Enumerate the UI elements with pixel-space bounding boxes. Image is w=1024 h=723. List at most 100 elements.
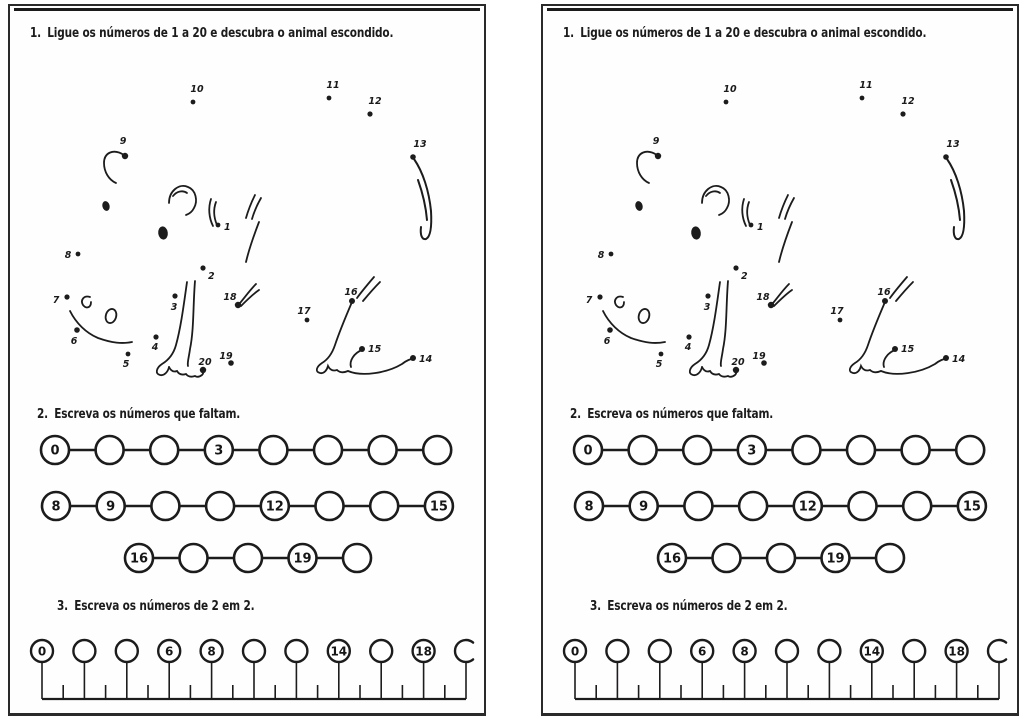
puzzle-dot-9 xyxy=(121,152,129,160)
puzzle-dot-15 xyxy=(892,346,898,352)
skip-count-circle[interactable] xyxy=(689,638,715,664)
puzzle-dot-label-19: 19 xyxy=(752,351,766,362)
missing-number-circle[interactable] xyxy=(421,434,453,466)
scan-top-rule xyxy=(14,8,480,11)
missing-number-circle[interactable] xyxy=(423,490,455,522)
missing-number-circle[interactable] xyxy=(736,434,768,466)
missing-number-circle[interactable] xyxy=(956,490,988,522)
puzzle-dot-7 xyxy=(64,294,70,300)
missing-number-circle[interactable] xyxy=(845,434,877,466)
puzzle-dot-2 xyxy=(200,265,206,271)
puzzle-dot-13 xyxy=(943,154,949,160)
missing-number-circle[interactable] xyxy=(765,542,797,574)
puzzle-dot-label-12: 12 xyxy=(901,96,915,107)
missing-number-circle[interactable] xyxy=(40,490,72,522)
skip-count-circle[interactable] xyxy=(72,638,97,664)
missing-number-circle[interactable] xyxy=(94,434,125,466)
puzzle-dot-12 xyxy=(367,111,373,117)
missing-number-circle[interactable] xyxy=(847,490,878,522)
missing-number-circle[interactable] xyxy=(367,434,398,466)
skip-count-circle[interactable] xyxy=(647,638,673,664)
task-2-number: 2. xyxy=(570,406,582,422)
missing-number-circle[interactable] xyxy=(178,542,209,574)
missing-number-circle[interactable] xyxy=(628,490,659,522)
skip-count-circle[interactable] xyxy=(859,638,884,664)
missing-number-circle[interactable] xyxy=(573,490,605,522)
skip-count-circle[interactable] xyxy=(284,638,309,664)
puzzle-dot-label-12: 12 xyxy=(368,96,382,107)
art-whisker-right-1 xyxy=(245,194,256,219)
skip-count-circle[interactable] xyxy=(732,638,757,664)
art-whisker-left-1 xyxy=(741,198,747,227)
open-number-circle[interactable] xyxy=(986,638,1008,664)
task-3-number: 3. xyxy=(590,598,602,614)
missing-number-circle[interactable] xyxy=(792,490,824,522)
puzzle-dot-4 xyxy=(686,334,692,340)
missing-number-circle[interactable] xyxy=(39,434,71,466)
puzzle-dot-label-5: 5 xyxy=(123,359,130,370)
circle-value: 6 xyxy=(165,644,173,658)
circle-value: 8 xyxy=(584,500,593,515)
missing-number-circle[interactable] xyxy=(900,434,931,466)
skip-count-circle[interactable] xyxy=(241,638,267,664)
circle-value: 0 xyxy=(571,644,579,658)
missing-number-circle[interactable] xyxy=(123,542,155,574)
skip-count-circle[interactable] xyxy=(562,638,588,664)
missing-number-circle[interactable] xyxy=(341,542,373,574)
missing-number-circle[interactable] xyxy=(204,490,236,522)
skip-count-circle[interactable] xyxy=(411,638,436,664)
missing-number-circle[interactable] xyxy=(711,542,742,574)
puzzle-dot-label-7: 7 xyxy=(53,295,60,306)
missing-number-circle[interactable] xyxy=(203,434,235,466)
puzzle-dot-label-13: 13 xyxy=(413,139,427,150)
puzzle-dot-label-2: 2 xyxy=(208,271,215,282)
skip-count-circle[interactable] xyxy=(114,638,140,664)
missing-number-circle[interactable] xyxy=(681,434,713,466)
missing-number-circle[interactable] xyxy=(95,490,126,522)
missing-number-circle[interactable] xyxy=(314,490,345,522)
open-number-circle[interactable] xyxy=(453,638,475,664)
missing-number-circle[interactable] xyxy=(148,434,180,466)
missing-number-circle[interactable] xyxy=(791,434,822,466)
missing-number-circle[interactable] xyxy=(737,490,769,522)
missing-number-circle[interactable] xyxy=(368,490,400,522)
skip-count-circle[interactable] xyxy=(944,638,969,664)
skip-count-circle[interactable] xyxy=(817,638,842,664)
skip-count-circle[interactable] xyxy=(326,638,351,664)
missing-number-circle[interactable] xyxy=(627,434,658,466)
skip-count-circle[interactable] xyxy=(199,638,224,664)
missing-number-circle[interactable] xyxy=(572,434,604,466)
puzzle-dot-label-6: 6 xyxy=(604,336,611,347)
missing-number-circle[interactable] xyxy=(901,490,933,522)
missing-number-circle[interactable] xyxy=(287,542,318,574)
puzzle-dot-label-7: 7 xyxy=(586,295,593,306)
skip-count-circle[interactable] xyxy=(156,638,182,664)
missing-number-circle[interactable] xyxy=(820,542,851,574)
skip-count-circle[interactable] xyxy=(774,638,800,664)
missing-number-circle[interactable] xyxy=(312,434,344,466)
missing-number-circle[interactable] xyxy=(954,434,986,466)
skip-count-circle[interactable] xyxy=(902,638,927,664)
circle-value: 15 xyxy=(963,500,981,515)
missing-number-circle[interactable] xyxy=(874,542,906,574)
skip-count-circle[interactable] xyxy=(605,638,630,664)
skip-count-circle[interactable] xyxy=(369,638,394,664)
art-dot18-slash-2 xyxy=(773,289,793,307)
circle-value: 15 xyxy=(430,500,448,515)
art-ear-left xyxy=(636,150,658,184)
missing-number-circle[interactable] xyxy=(232,542,264,574)
puzzle-dot-1 xyxy=(215,222,221,228)
missing-number-circle[interactable] xyxy=(656,542,688,574)
puzzle-dot-4 xyxy=(153,334,159,340)
circle-value: 18 xyxy=(948,644,965,658)
missing-number-circle[interactable] xyxy=(683,490,714,522)
missing-number-circle[interactable] xyxy=(259,490,291,522)
skip-count-circle[interactable] xyxy=(29,638,55,664)
missing-number-circle[interactable] xyxy=(150,490,181,522)
puzzle-dot-7 xyxy=(597,294,603,300)
missing-number-circle[interactable] xyxy=(258,434,289,466)
